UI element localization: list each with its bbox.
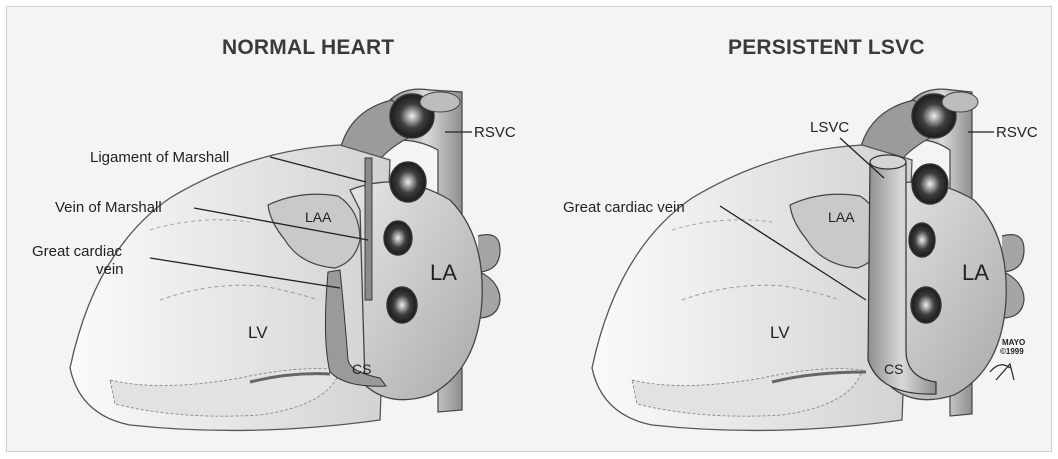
credit-year: ©1999 [1000, 347, 1024, 356]
great-cardiac-vein-label-line2: vein [96, 261, 124, 278]
pulmonary-vein-opening-1-right [912, 164, 948, 204]
cs-label: CS [352, 361, 371, 377]
vein-of-marshall-label: Vein of Marshall [55, 199, 162, 216]
normal-heart-panel: NORMAL HEART [32, 36, 516, 430]
ligament-of-marshall [365, 158, 372, 300]
credit-org: MAYO [1002, 338, 1025, 347]
pulmonary-vein-opening-1 [390, 162, 426, 202]
pulmonary-vein-opening-2-right [909, 223, 935, 257]
rsvc-label-right: RSVC [996, 124, 1038, 141]
lv-label-right: LV [770, 323, 790, 342]
great-cardiac-vein-label-right: Great cardiac vein [563, 199, 685, 216]
normal-heart-title: NORMAL HEART [222, 36, 394, 59]
pulmonary-vein-opening-3 [387, 287, 417, 323]
persistent-lsvc-illustration [592, 89, 1024, 430]
great-cardiac-vein-label-line1: Great cardiac [32, 243, 123, 260]
pulmonary-vein-opening-2 [384, 221, 412, 255]
laa-label: LAA [305, 209, 332, 225]
rsvc-opening [420, 92, 460, 112]
artist-signature [990, 364, 1014, 380]
ligament-of-marshall-label: Ligament of Marshall [90, 149, 229, 166]
cs-label-right: CS [884, 361, 903, 377]
lv-label: LV [248, 323, 268, 342]
rsvc-opening-right [942, 92, 978, 112]
la-label-right: LA [962, 260, 989, 285]
la-label: LA [430, 260, 457, 285]
pulmonary-vein-opening-3-right [911, 287, 941, 323]
laa-label-right: LAA [828, 209, 855, 225]
lsvc-label: LSVC [810, 119, 849, 136]
lsvc-opening [870, 155, 906, 169]
persistent-lsvc-panel: PERSISTENT LSVC RSVC LSVC Great ca [563, 36, 1038, 430]
rsvc-label: RSVC [474, 124, 516, 141]
persistent-lsvc-title: PERSISTENT LSVC [728, 36, 925, 59]
